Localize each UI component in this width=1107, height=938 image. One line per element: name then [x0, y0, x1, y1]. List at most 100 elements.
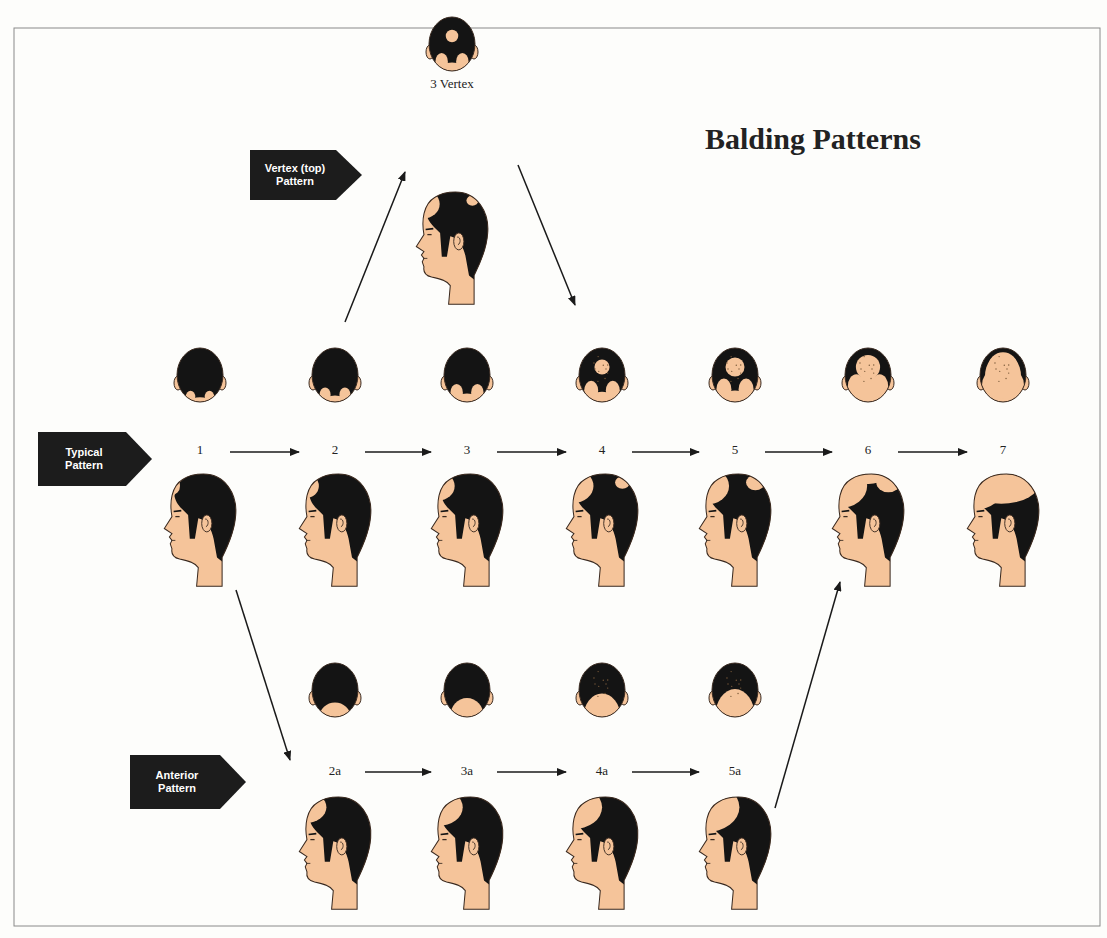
- drawing-part: [864, 371, 865, 372]
- ear: [1005, 515, 1015, 532]
- brow: [174, 510, 182, 513]
- bald-area: [186, 391, 214, 407]
- drawing-part: [999, 371, 1000, 372]
- top-view-head: [576, 663, 628, 741]
- head-outline: [579, 663, 625, 717]
- head-outline: [566, 797, 638, 909]
- eye: [978, 516, 982, 517]
- stage-number: 2: [332, 443, 339, 457]
- eye: [442, 516, 446, 517]
- drawing-part: [871, 368, 872, 369]
- ear: [737, 838, 747, 855]
- drawing-part: [603, 680, 604, 681]
- head-outline: [845, 348, 891, 402]
- drawing-part: [603, 365, 604, 366]
- tag-text-wrap: Vertex (top) Pattern: [258, 162, 332, 187]
- head-outline: [177, 348, 223, 402]
- bald-area: [716, 356, 753, 414]
- tag-arrow-shape: [38, 432, 152, 486]
- drawing-part: [594, 359, 609, 374]
- stage-number: 1: [197, 443, 204, 457]
- ear: [737, 515, 747, 532]
- drawing-part: [740, 364, 741, 365]
- eye: [310, 516, 314, 517]
- profile-head: [407, 190, 503, 305]
- head-outline: [967, 474, 1039, 586]
- drawing-part: [738, 683, 739, 684]
- ear: [870, 515, 880, 532]
- drawing-part: [607, 364, 608, 365]
- ear-line: [472, 842, 475, 850]
- ear-line: [472, 519, 475, 527]
- eye: [427, 234, 431, 235]
- drawing-part: [863, 356, 864, 357]
- drawing-part: [407, 190, 440, 219]
- stage-number: 3a: [461, 764, 473, 778]
- drawing-part: [293, 474, 319, 498]
- head-outline: [712, 348, 758, 402]
- drawing-part: [1008, 364, 1009, 365]
- head-outline: [579, 348, 625, 402]
- ear-line: [740, 842, 743, 850]
- top-view-head: [441, 663, 493, 736]
- drawing-part: [716, 379, 731, 400]
- drawing-part: [597, 696, 598, 697]
- brow: [977, 510, 985, 513]
- hair: [312, 348, 358, 402]
- drawing-part: [594, 368, 595, 369]
- drawing-part: [422, 472, 455, 501]
- frame: [14, 28, 1100, 926]
- drawing-part: [998, 356, 999, 357]
- drawing-part: [1006, 368, 1007, 369]
- eye: [577, 839, 581, 840]
- progress-arrow: [345, 172, 405, 322]
- hair: [845, 348, 891, 402]
- bald-area: [982, 352, 1024, 417]
- drawing-part: [870, 378, 871, 379]
- tag-text: Typical Pattern: [46, 446, 122, 471]
- drawing-part: [869, 365, 870, 366]
- drawing-part: [863, 381, 864, 382]
- tag-text-wrap: Typical Pattern: [46, 446, 122, 471]
- drawing-part: [598, 686, 599, 687]
- drawing-part: [740, 687, 741, 688]
- drawing-part: [838, 464, 889, 484]
- drawing-part: [962, 458, 1040, 504]
- brow: [576, 833, 584, 836]
- bald-area: [848, 355, 888, 416]
- drawing-part: [593, 362, 594, 363]
- drawing-part: [736, 680, 737, 681]
- drawing-part: [740, 679, 741, 680]
- drawing-part: [726, 362, 727, 363]
- drawing-part: [413, 789, 462, 826]
- eye: [577, 516, 581, 517]
- tag-text: Anterior Pattern: [138, 769, 216, 794]
- ear-line: [1008, 519, 1011, 527]
- drawing-part: [860, 368, 861, 369]
- progress-arrow: [236, 590, 290, 760]
- top-view-head: [309, 663, 361, 732]
- ear: [454, 233, 464, 250]
- brow: [709, 510, 717, 513]
- profile-head: [673, 782, 786, 909]
- head-outline: [712, 663, 758, 717]
- drawing-part: [998, 381, 999, 382]
- pattern-tag: Anterior Pattern: [130, 755, 246, 809]
- ear: [604, 515, 614, 532]
- drawing-part: [731, 686, 732, 687]
- drawing-part: [605, 368, 606, 369]
- drawing-part: [859, 362, 860, 363]
- drawing-part: [730, 356, 731, 357]
- drawing-part: [597, 356, 598, 357]
- head-outline: [699, 797, 771, 909]
- drawing-part: [604, 693, 605, 694]
- drawing-part: [1004, 365, 1005, 366]
- drawing-part: [607, 679, 608, 680]
- drawing-part: [737, 378, 738, 379]
- pattern-tag: Vertex (top) Pattern: [250, 150, 362, 200]
- stage-number: 4: [599, 443, 606, 457]
- drawing-part: [604, 378, 605, 379]
- scalp: [544, 786, 653, 894]
- profile-head: [944, 458, 1055, 586]
- drawing-part: [738, 368, 739, 369]
